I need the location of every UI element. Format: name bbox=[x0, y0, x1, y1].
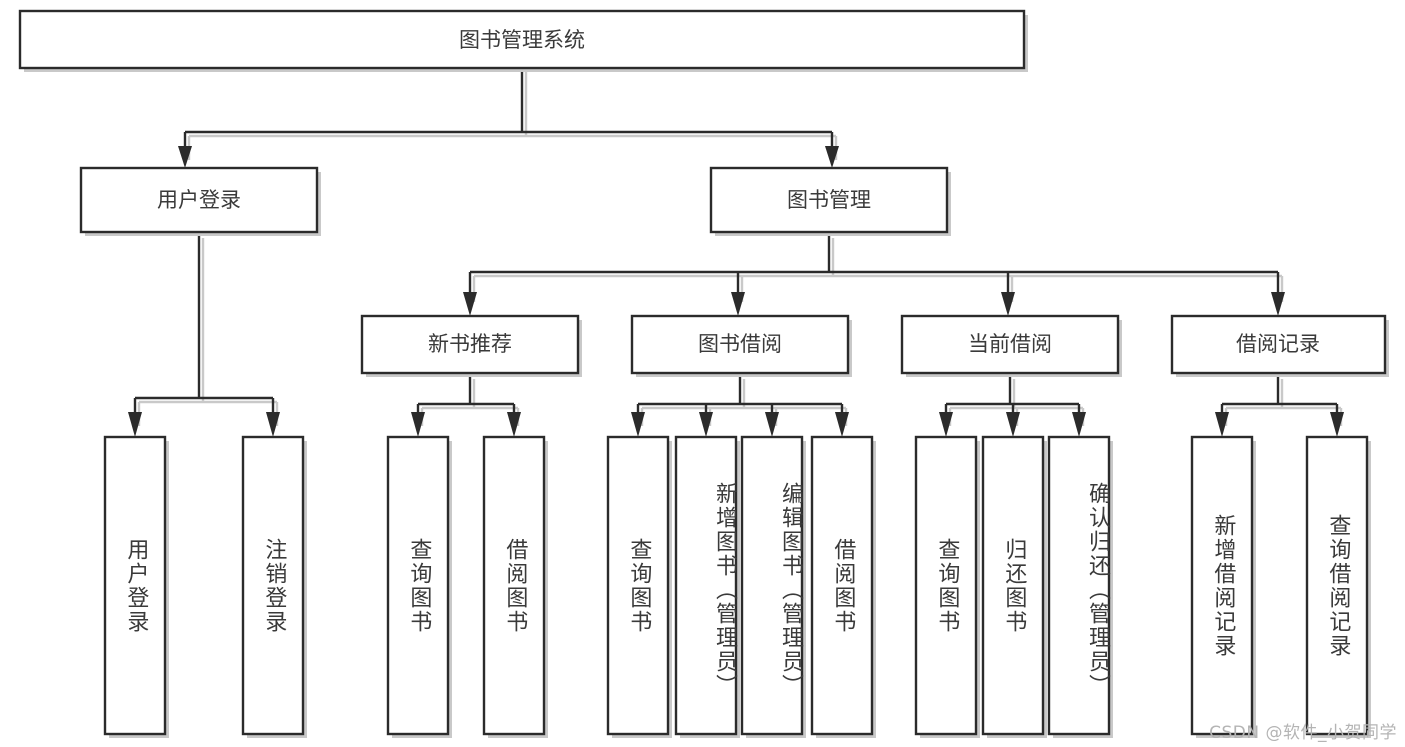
leaf-current-borrow-1-box[interactable] bbox=[914, 435, 978, 736]
leaf-current-borrow-3-box[interactable] bbox=[1047, 435, 1111, 736]
leaf-book-borrow-1-box[interactable] bbox=[606, 435, 670, 736]
node-current-borrow[interactable]: 当前借阅 bbox=[900, 314, 1122, 377]
arrow-new-book-leaf-1 bbox=[411, 412, 425, 437]
edge-book-manage-to-level2 bbox=[468, 234, 1280, 298]
edge-new-book-to-leaves bbox=[416, 375, 516, 422]
node-root-label: 图书管理系统 bbox=[459, 28, 585, 52]
leaf-new-book-2-box[interactable] bbox=[482, 435, 546, 736]
leaf-borrow-record-1-box[interactable] bbox=[1190, 435, 1254, 736]
arrow-current-borrow-leaf-1 bbox=[939, 412, 953, 437]
connector-group bbox=[128, 68, 1344, 437]
arrow-book-borrow-leaf-3 bbox=[765, 412, 779, 437]
edge-book-borrow-to-leaves bbox=[636, 375, 844, 422]
edge-shadow-borrow-record bbox=[1224, 379, 1343, 426]
arrow-book-borrow-leaf-4 bbox=[835, 412, 849, 437]
node-book-manage[interactable]: 图书管理 bbox=[709, 166, 951, 236]
node-user-login-box[interactable] bbox=[79, 166, 319, 234]
node-book-borrow[interactable]: 图书借阅 bbox=[630, 314, 852, 377]
edge-user-login-to-leaves bbox=[133, 234, 275, 422]
arrow-borrow-record-leaf-2 bbox=[1330, 412, 1344, 437]
edge-shadow-book-manage bbox=[472, 238, 1284, 302]
arrow-to-current-borrow bbox=[1001, 292, 1015, 316]
leaf-borrow-record-2-box[interactable] bbox=[1305, 435, 1369, 736]
node-current-borrow-box[interactable] bbox=[900, 314, 1120, 375]
edge-shadow-user-login bbox=[137, 238, 279, 426]
arrow-user-login-leaf-1 bbox=[128, 412, 142, 437]
csdn-watermark: CSDN @软件_小贺同学 bbox=[1209, 723, 1397, 743]
node-root-box[interactable] bbox=[18, 9, 1026, 70]
leaf-book-borrow-4-box[interactable] bbox=[810, 435, 874, 736]
arrow-user-login-leaf-2 bbox=[266, 412, 280, 437]
edge-root-to-level1 bbox=[183, 68, 834, 156]
leaf-boxes-group bbox=[103, 435, 1371, 738]
edge-shadow-root bbox=[187, 72, 838, 160]
leaf-user-login-2-box[interactable] bbox=[241, 435, 305, 736]
leaf-current-borrow-2-box[interactable] bbox=[981, 435, 1045, 736]
arrow-current-borrow-leaf-3 bbox=[1072, 412, 1086, 437]
node-book-manage-box[interactable] bbox=[709, 166, 949, 234]
leaf-new-book-1-box[interactable] bbox=[386, 435, 450, 736]
edge-borrow-record-to-leaves bbox=[1220, 375, 1339, 422]
arrow-book-borrow-leaf-1 bbox=[631, 412, 645, 437]
node-borrow-record[interactable]: 借阅记录 bbox=[1170, 314, 1389, 377]
leaf-user-login-1-box[interactable] bbox=[103, 435, 167, 736]
node-root[interactable]: 图书管理系统 bbox=[18, 9, 1028, 72]
node-borrow-record-box[interactable] bbox=[1170, 314, 1387, 375]
arrow-current-borrow-leaf-2 bbox=[1006, 412, 1020, 437]
arrow-to-new-book-recommend bbox=[463, 292, 477, 316]
edge-shadow-book-borrow bbox=[640, 379, 848, 426]
node-user-login[interactable]: 用户登录 bbox=[79, 166, 321, 236]
node-borrow-record-label: 借阅记录 bbox=[1236, 332, 1320, 356]
node-new-book-recommend-box[interactable] bbox=[360, 314, 580, 375]
node-book-manage-label: 图书管理 bbox=[787, 188, 871, 212]
node-book-borrow-label: 图书借阅 bbox=[698, 332, 782, 356]
leaf-book-borrow-2-box[interactable] bbox=[674, 435, 738, 736]
edge-shadow-new-book bbox=[420, 379, 520, 426]
node-book-borrow-box[interactable] bbox=[630, 314, 850, 375]
arrow-to-book-borrow bbox=[731, 292, 745, 316]
leaf-book-borrow-3-box[interactable] bbox=[740, 435, 804, 736]
node-new-book-recommend-label: 新书推荐 bbox=[428, 332, 512, 356]
node-current-borrow-label: 当前借阅 bbox=[968, 332, 1052, 356]
arrow-to-borrow-record bbox=[1271, 292, 1285, 316]
arrow-new-book-leaf-2 bbox=[507, 412, 521, 437]
node-new-book-recommend[interactable]: 新书推荐 bbox=[360, 314, 582, 377]
arrow-book-borrow-leaf-2 bbox=[699, 412, 713, 437]
arrow-root-to-user-login bbox=[178, 146, 192, 168]
arrow-root-to-book-manage bbox=[825, 146, 839, 168]
arrow-borrow-record-leaf-1 bbox=[1215, 412, 1229, 437]
node-user-login-label: 用户登录 bbox=[157, 188, 241, 212]
